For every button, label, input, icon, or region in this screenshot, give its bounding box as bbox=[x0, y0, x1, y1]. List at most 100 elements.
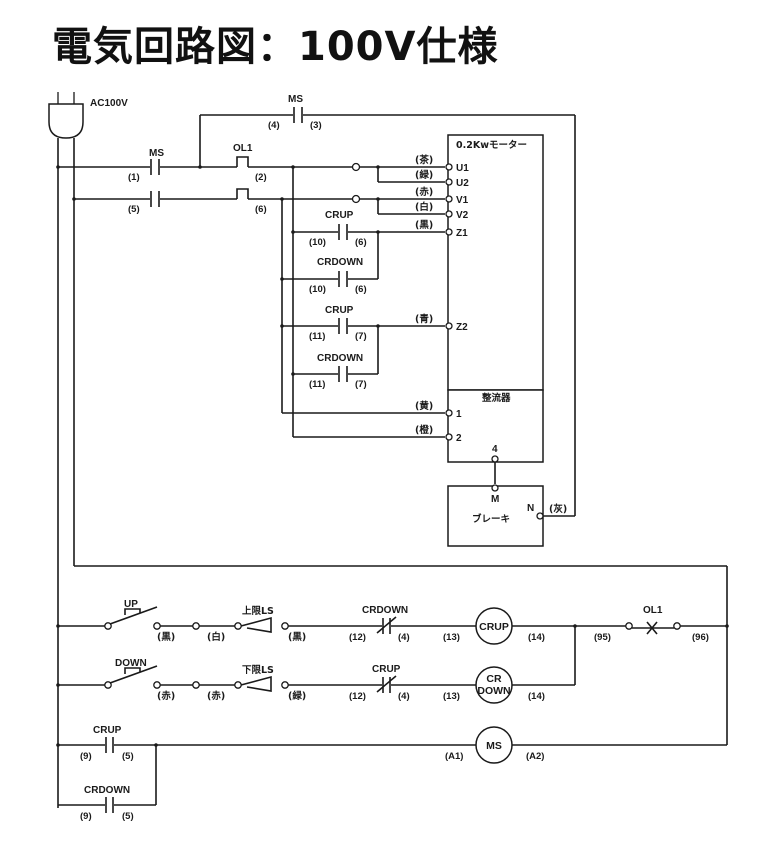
down-pushbutton bbox=[109, 665, 158, 684]
brake-terminal-n bbox=[536, 512, 544, 520]
wire-color: (灰) bbox=[549, 503, 567, 515]
brake-terminal-n-label: N bbox=[527, 503, 534, 514]
rectifier-terminal-1 bbox=[445, 409, 453, 417]
wire-color: (茶) bbox=[415, 154, 433, 166]
contact-terminal: (11) bbox=[309, 379, 325, 390]
terminal-label: (96) bbox=[692, 632, 709, 643]
crdown-contact-z1 bbox=[338, 271, 348, 287]
crup-contact-z2 bbox=[338, 318, 348, 334]
terminal-label: (13) bbox=[443, 632, 460, 643]
terminal-label: (9) bbox=[80, 751, 92, 762]
crdown-ms-label: CRDOWN bbox=[84, 785, 130, 796]
diagram-title: 電気回路図：100V仕様 bbox=[52, 24, 499, 70]
ms-main-label: MS bbox=[149, 148, 164, 159]
contact-terminal: (10) bbox=[309, 284, 326, 295]
crdown-nc-contact bbox=[376, 616, 397, 634]
crdown-coil-label-2: DOWN bbox=[477, 685, 510, 697]
rectifier-title: 整流器 bbox=[481, 392, 511, 404]
wire-color: (白) bbox=[207, 631, 225, 643]
wire-color: (赤) bbox=[207, 690, 225, 702]
terminal-label: (14) bbox=[528, 691, 545, 702]
motor-terminals bbox=[445, 163, 453, 330]
terminal-name: U1 bbox=[456, 163, 469, 174]
motor-box bbox=[447, 134, 544, 391]
wire-color: (緑) bbox=[415, 169, 433, 181]
contact-terminal: (10) bbox=[309, 237, 326, 248]
rectifier-terminal-2 bbox=[445, 433, 453, 441]
terminal-name: 2 bbox=[456, 433, 462, 444]
rectifier-terminal-4 bbox=[491, 455, 499, 463]
power-plug-icon bbox=[48, 92, 84, 139]
ms-aux-contact bbox=[293, 107, 303, 123]
power-label: AC100V bbox=[90, 98, 128, 109]
wire-color: (黒) bbox=[157, 632, 175, 643]
terminal-u1-junction bbox=[351, 162, 361, 172]
terminal-name: V2 bbox=[456, 210, 469, 221]
ms-main-contact-1 bbox=[150, 159, 160, 175]
wire-color: (黒) bbox=[415, 220, 433, 231]
crup-coil-label: CRUP bbox=[479, 621, 509, 633]
ms-coil-label: MS bbox=[486, 740, 502, 752]
ol1-label: OL1 bbox=[233, 143, 253, 154]
lower-limit-label: 下限LS bbox=[242, 665, 274, 676]
ol1-nc-contact bbox=[632, 621, 674, 635]
terminal-label: (A1) bbox=[445, 751, 463, 762]
ol1-contact-label: OL1 bbox=[643, 605, 663, 616]
wire-color: (赤) bbox=[157, 690, 175, 702]
wire-color: (橙) bbox=[415, 424, 433, 436]
contact-terminal: (6) bbox=[355, 237, 367, 248]
wire-color: (赤) bbox=[415, 186, 433, 198]
terminal-label: (12) bbox=[349, 632, 366, 643]
ol1-heater-1 bbox=[236, 156, 249, 167]
lower-limit-switch bbox=[240, 675, 272, 692]
contact-terminal: (7) bbox=[355, 331, 367, 342]
ms-terminal-5: (5) bbox=[128, 204, 140, 215]
terminal-label: (5) bbox=[122, 751, 134, 762]
ms-terminal-1: (1) bbox=[128, 172, 140, 183]
terminal-name: U2 bbox=[456, 178, 469, 189]
terminal-label: (4) bbox=[398, 691, 410, 702]
up-button-label: UP bbox=[124, 599, 138, 610]
contact-label: CRUP bbox=[325, 210, 354, 221]
crup-interlock-label: CRUP bbox=[372, 664, 401, 675]
wire-color: (緑) bbox=[288, 690, 306, 702]
ol1-terminal-2: (2) bbox=[255, 172, 267, 183]
ol1-terminal-6: (6) bbox=[255, 204, 267, 215]
terminal-label: (4) bbox=[398, 632, 410, 643]
contact-terminal: (11) bbox=[309, 331, 325, 342]
terminal-label: (13) bbox=[443, 691, 460, 702]
ms-main-contact-2 bbox=[150, 191, 160, 207]
terminal-label: (14) bbox=[528, 632, 545, 643]
ms-aux-terminal-3: (3) bbox=[310, 120, 322, 131]
crdown-interlock-label: CRDOWN bbox=[362, 605, 408, 616]
crup-nc-contact bbox=[376, 675, 397, 693]
terminal-label: (12) bbox=[349, 691, 366, 702]
ms-aux-terminal-4: (4) bbox=[268, 120, 280, 131]
terminal-name: Z2 bbox=[456, 322, 468, 333]
wire-color: (黒) bbox=[288, 632, 306, 643]
wire-color: (青) bbox=[415, 313, 433, 325]
brake-box bbox=[447, 485, 544, 547]
contact-terminal: (7) bbox=[355, 379, 367, 390]
down-button-label: DOWN bbox=[115, 658, 147, 669]
terminal-name: 4 bbox=[492, 444, 498, 455]
terminal-v1-junction bbox=[351, 194, 361, 204]
crdown-coil-label-1: CR bbox=[486, 673, 502, 685]
terminal-label: (95) bbox=[594, 632, 611, 643]
contact-label: CRDOWN bbox=[317, 353, 363, 364]
crup-contact-z1 bbox=[338, 224, 348, 240]
up-pushbutton bbox=[109, 606, 158, 625]
upper-limit-label: 上限LS bbox=[242, 605, 274, 617]
wire-color: (白) bbox=[415, 201, 433, 213]
terminal-name: Z1 bbox=[456, 228, 468, 239]
brake-title: ブレーキ bbox=[472, 513, 510, 525]
crdown-contact-z2 bbox=[338, 366, 348, 382]
brake-terminal-m-label: M bbox=[491, 494, 499, 505]
upper-limit-switch bbox=[240, 616, 272, 633]
terminal-label: (5) bbox=[122, 811, 134, 822]
brake-terminal-m bbox=[491, 484, 499, 492]
ol1-heater-2 bbox=[236, 188, 249, 199]
terminal-label: (9) bbox=[80, 811, 92, 822]
crdown-contact-ms bbox=[105, 797, 114, 813]
